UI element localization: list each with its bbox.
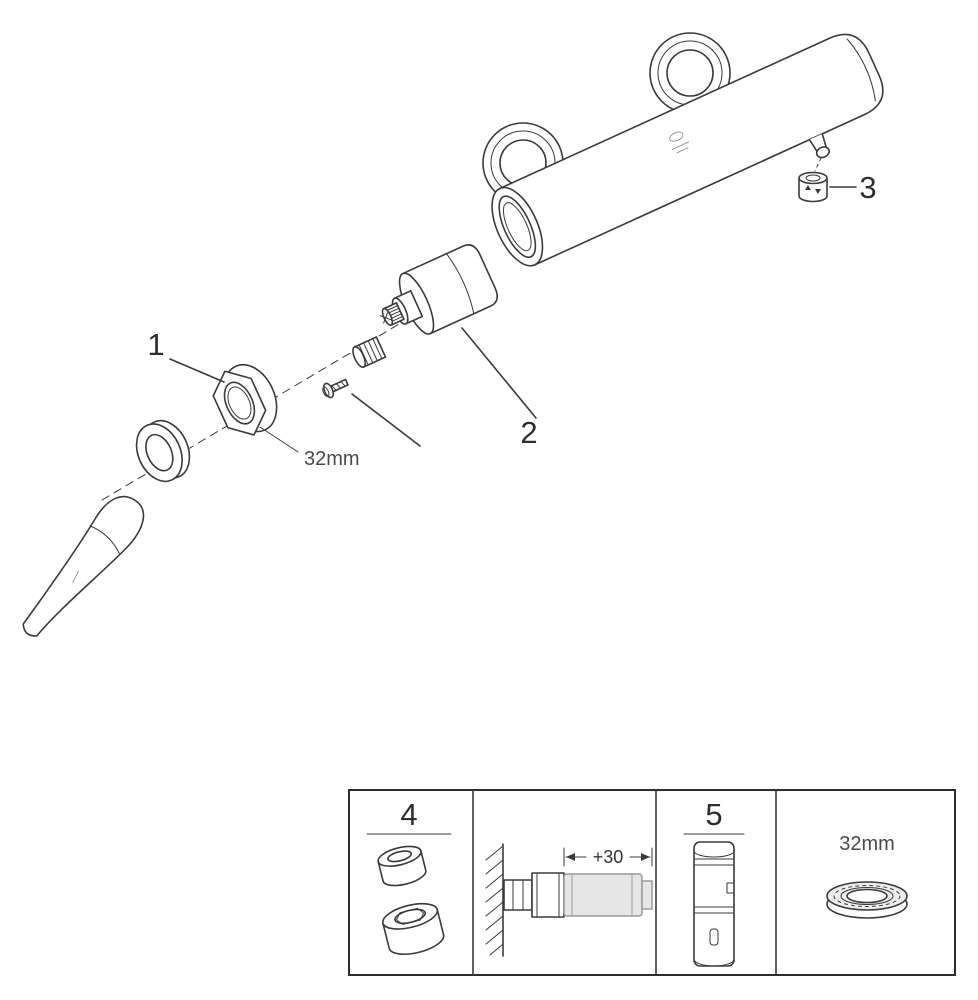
handle-screw — [322, 378, 349, 399]
dim-32mm-panel-label: 32mm — [839, 833, 895, 855]
leader-dim-32mm — [259, 426, 299, 453]
panel-label-5: 5 — [705, 797, 722, 832]
accessory-nut-small — [377, 845, 427, 887]
leader-part2-b — [351, 393, 421, 447]
panel-cell-part5: 5 — [683, 797, 745, 967]
callout-2: 2 — [520, 415, 537, 450]
parts-panel: 4 — [348, 789, 956, 976]
cartridge — [379, 244, 499, 335]
handle-collar-ring — [135, 419, 191, 483]
leader-part2-a — [461, 327, 537, 419]
brand-marking — [669, 131, 690, 154]
dim-plus30-label: +30 — [593, 847, 624, 867]
panel-cell-nut32: 32mm — [826, 833, 908, 919]
extension-piece — [563, 873, 653, 917]
stem-adapter — [352, 336, 387, 368]
dim-32mm-label: 32mm — [304, 448, 360, 470]
extension-dimension: +30 — [563, 847, 653, 867]
leader-part1 — [169, 358, 225, 383]
panel-label-4: 4 — [400, 797, 417, 832]
union-fitting — [503, 872, 565, 918]
panel-cell-extension: +30 — [485, 843, 653, 957]
faucet-body — [491, 33, 884, 267]
callout-1: 1 — [147, 327, 164, 362]
escutcheon-nut-32mm — [212, 363, 278, 436]
callout-3: 3 — [859, 170, 876, 205]
lever-handle — [22, 495, 145, 637]
panel-cell-part4: 4 — [366, 797, 452, 956]
shower-outlet — [808, 133, 830, 159]
accessory-nut-large — [381, 902, 445, 956]
mounting-nut-part3 — [798, 171, 828, 203]
wall-hatching — [485, 845, 504, 956]
nut-32mm — [826, 881, 908, 919]
part3-axis-line — [814, 157, 822, 172]
extension-sleeve — [693, 841, 735, 967]
